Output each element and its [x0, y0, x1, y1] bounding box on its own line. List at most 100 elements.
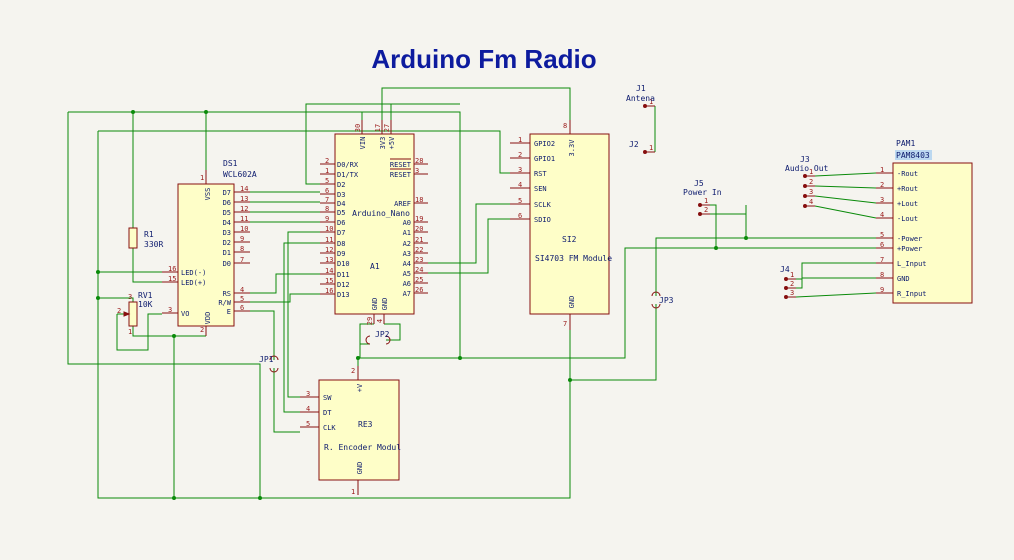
wire-segment	[116, 313, 162, 351]
pam1-ref: PAM1	[896, 139, 915, 148]
a1-pin-num: 16	[325, 287, 333, 295]
a1-pin-name: AREF	[394, 200, 411, 208]
junction-dot	[172, 334, 176, 338]
jp2-half	[365, 335, 371, 345]
a1-pin-name: D2	[337, 181, 345, 189]
re3-ref: RE3	[358, 420, 373, 429]
junction-dot	[258, 496, 262, 500]
r1-ref: R1	[144, 230, 154, 239]
jp3-ref: JP3	[659, 296, 674, 305]
wire-segment	[710, 205, 747, 238]
pam1-body	[892, 162, 973, 304]
wire-segment	[98, 130, 510, 174]
wire-segment	[68, 111, 461, 358]
j3-pin-end	[803, 174, 807, 178]
j5-value: Power In	[683, 188, 722, 197]
j5-pin-num: 1	[704, 197, 708, 205]
u2-body	[529, 133, 610, 315]
j5-pin-num: 2	[704, 206, 708, 214]
j4-pin-end	[784, 277, 788, 281]
pam1-pin-num: 2	[880, 181, 884, 189]
ds1-pin-name: E	[227, 308, 231, 316]
j3-pin-end	[803, 194, 807, 198]
j3-ref: J3	[800, 155, 810, 164]
re3-pin-name: +V	[356, 383, 364, 392]
u2-pin-name: 3.3V	[568, 139, 576, 157]
a1-pin-num: 7	[325, 196, 329, 204]
u2-pin-name: GND	[568, 296, 576, 309]
pam1-pin-name: +Rout	[897, 185, 918, 193]
j3-pin-end	[803, 204, 807, 208]
wire-segment	[67, 112, 571, 499]
ds1-pin-num: 16	[168, 265, 176, 273]
re3-pin-name: SW	[323, 394, 332, 402]
a1-pin-num: 15	[325, 277, 333, 285]
wire-segment	[384, 323, 401, 341]
wire-segment	[814, 172, 877, 177]
pam1-pin-num: 4	[880, 211, 884, 219]
junction-dot	[744, 236, 748, 240]
junction-dot	[172, 496, 176, 500]
u2-pin-num: 5	[518, 197, 522, 205]
re3-pin-num: 5	[306, 420, 310, 428]
wire-segment	[305, 103, 460, 185]
a1-pin-num: 25	[415, 276, 423, 284]
pam1-pin-name: R_Input	[897, 290, 927, 298]
re3-pin-num: 1	[351, 488, 355, 496]
ds1-pin-num: 3	[168, 306, 172, 314]
a1-ref: A1	[370, 262, 380, 271]
wire-segment	[250, 310, 275, 360]
a1-pin-name: A1	[403, 229, 411, 237]
rv1-value: 10K	[138, 300, 153, 309]
a1-pin-name: A2	[403, 240, 411, 248]
wire-segment	[814, 205, 877, 219]
a1-pin-num: 9	[325, 215, 329, 223]
wire-segment	[796, 277, 876, 289]
ds1-pin-num: 13	[240, 195, 248, 203]
re3-pin-name: GND	[356, 462, 364, 475]
ds1-pin-num: 9	[240, 235, 244, 243]
junction-dot	[96, 270, 100, 274]
a1-pin-num: 21	[415, 236, 423, 244]
wire-segment	[283, 242, 320, 413]
wire-segment	[814, 185, 877, 189]
a1-pin-num: 3	[415, 167, 419, 175]
a1-pin-num: 8	[325, 205, 329, 213]
ds1-pin-num: 14	[240, 185, 248, 193]
junction-dot	[568, 378, 572, 382]
j4-ref: J4	[780, 265, 790, 274]
ds1-pin-name: LED(-)	[181, 269, 206, 277]
j3-pin-num: 1	[809, 168, 813, 176]
a1-pin-name: D11	[337, 271, 350, 279]
a1-pin-num: 1	[325, 167, 329, 175]
wire-segment	[132, 326, 206, 337]
a1-pin-name: RESET	[390, 161, 412, 169]
a1-pin-num: 29	[366, 317, 374, 325]
re3-pin-name: DT	[323, 409, 332, 417]
wire-segment	[98, 297, 134, 302]
wire-segment	[273, 368, 300, 433]
a1-pin-num: 6	[325, 187, 329, 195]
re3-pin-num: 4	[306, 405, 310, 413]
wire-segment	[814, 195, 877, 204]
a1-pin-num: 27	[383, 124, 391, 132]
a1-pin-name: D7	[337, 229, 345, 237]
r1-body	[128, 227, 138, 249]
j4-pin-end	[784, 295, 788, 299]
wire-segment	[710, 204, 717, 248]
junction-dot	[131, 110, 135, 114]
re3-body	[318, 379, 400, 481]
a1-pin-name: GND	[381, 298, 389, 311]
ds1-pin-name: RS	[223, 290, 231, 298]
a1-pin-name: A7	[403, 290, 411, 298]
ds1-pin-num: 8	[240, 245, 244, 253]
j3-pin-num: 2	[809, 178, 813, 186]
junction-dot	[714, 246, 718, 250]
pam1-pin-num: 5	[880, 231, 884, 239]
ds1-pin-num: 15	[168, 275, 176, 283]
a1-pin-name: D5	[337, 209, 345, 217]
pam1-value: PAM8403	[896, 151, 930, 160]
ds1-pin-num: 12	[240, 205, 248, 213]
u2-pin-num: 3	[518, 166, 522, 174]
